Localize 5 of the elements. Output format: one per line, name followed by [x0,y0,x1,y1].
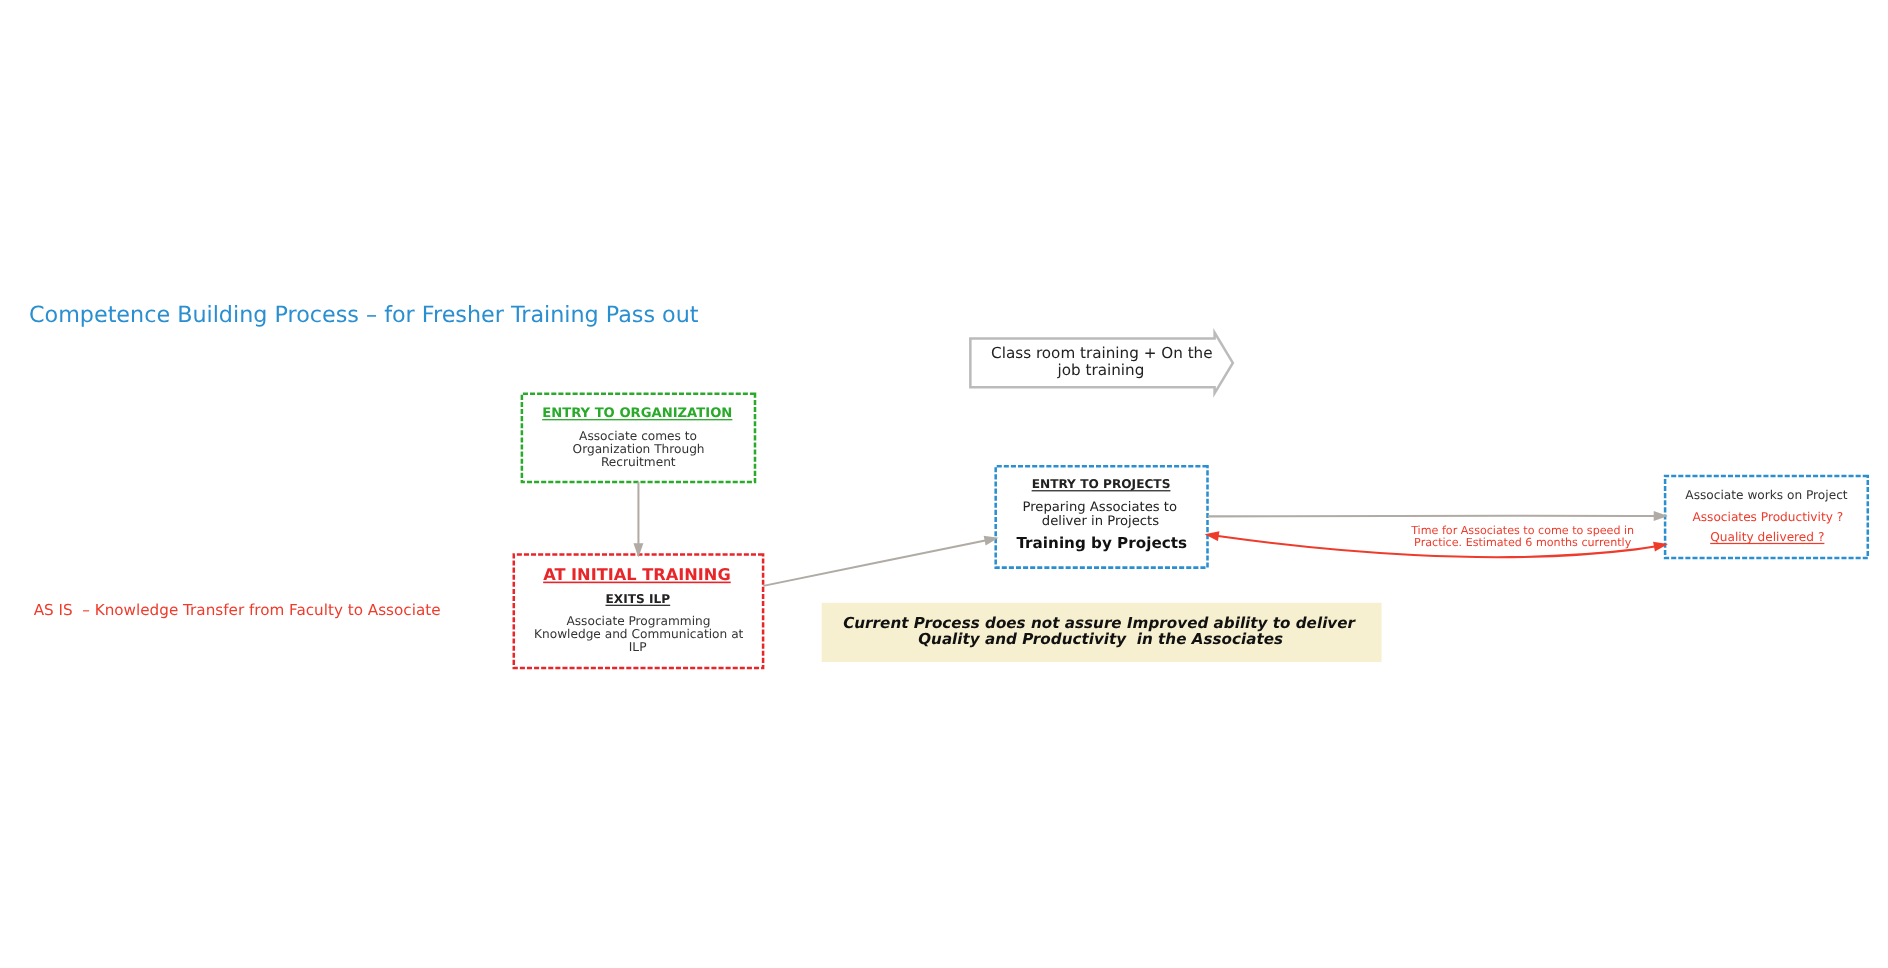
arrow [763,535,999,587]
arrow [1204,531,1668,559]
diagram-title: Competence Building Process – for Fresher Training Pass out [29,301,699,328]
arrow [1207,511,1668,521]
arrow [633,482,644,558]
